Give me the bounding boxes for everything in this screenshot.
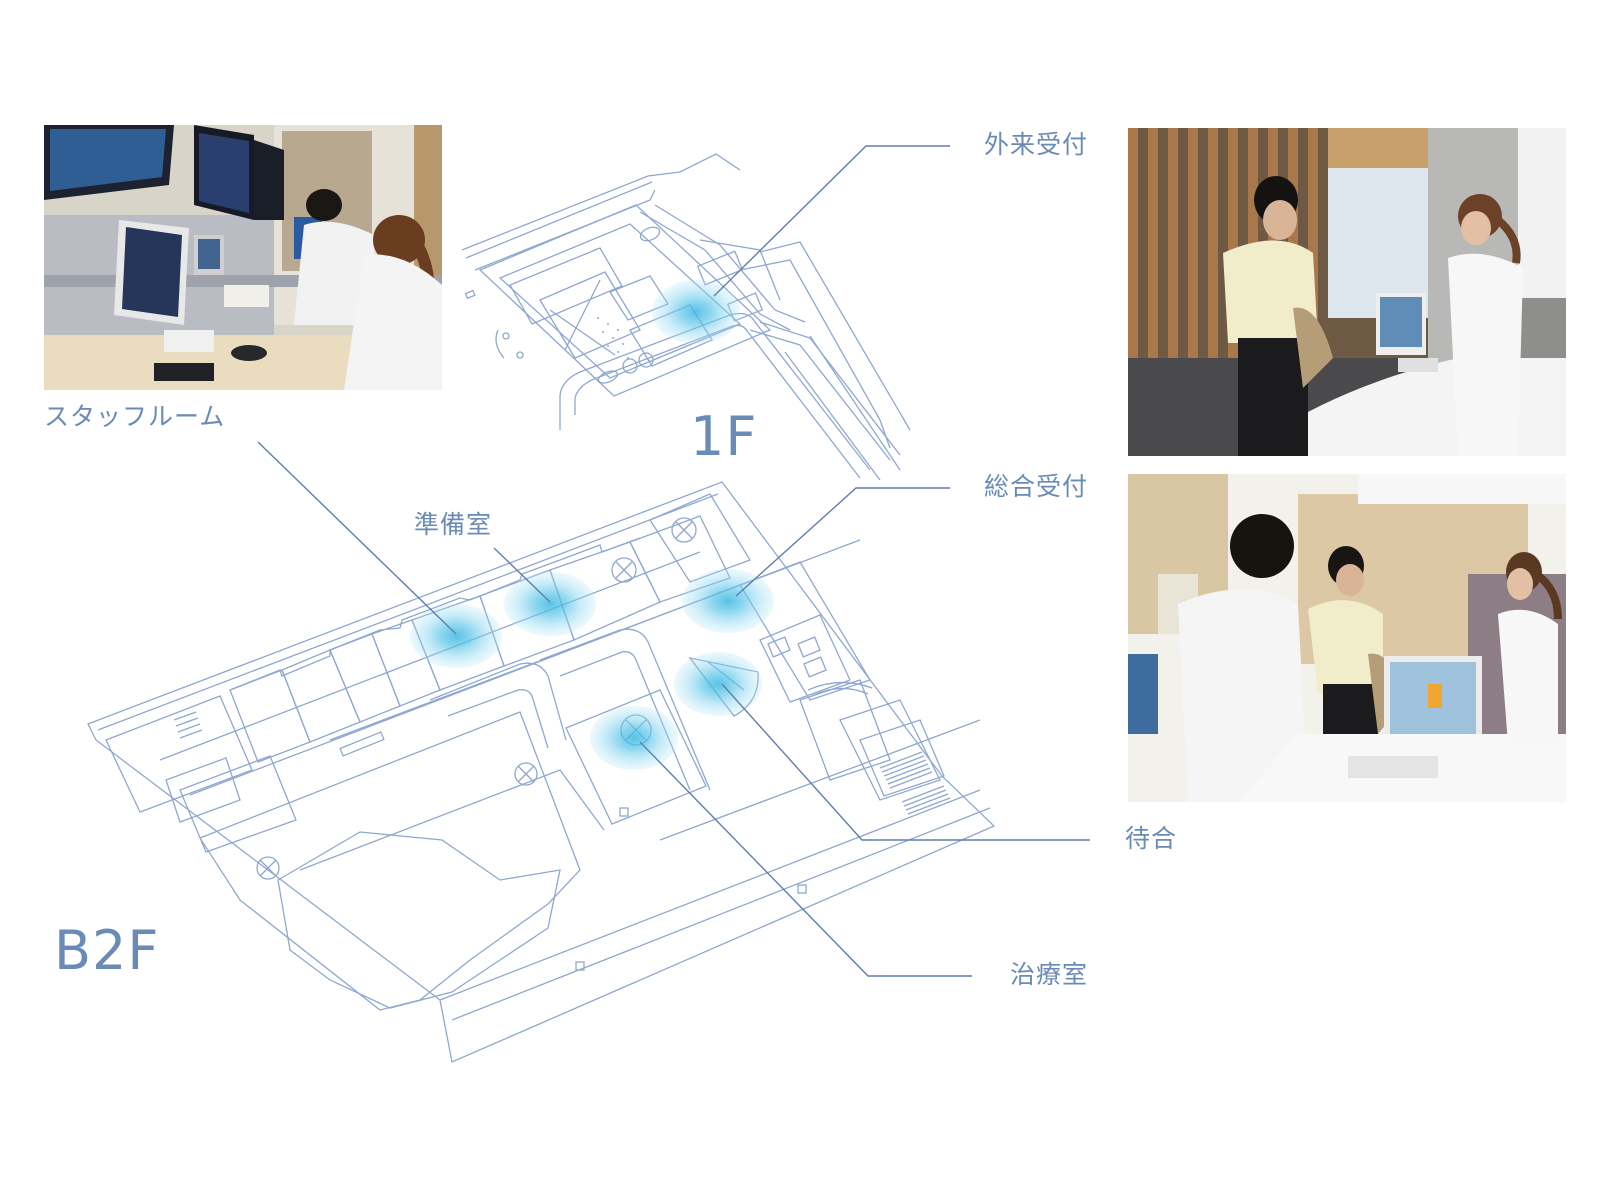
label-treatment-room: 治療室	[1010, 960, 1089, 989]
label-staff-room: スタッフルーム	[44, 402, 226, 431]
leader-line-general-reception	[735, 487, 950, 597]
leader-line-prep-room	[493, 547, 551, 603]
treatment-room-hotspot	[590, 706, 678, 770]
staff-room-photo	[44, 125, 442, 390]
label-prep-room: 準備室	[414, 510, 493, 539]
leader-line-waiting-area	[721, 683, 1090, 841]
leader-line-treatment-room	[639, 741, 972, 977]
label-general-reception: 総合受付	[984, 472, 1089, 501]
outpatient-reception-photo	[1128, 128, 1566, 456]
floor-label-1f: 1F	[690, 405, 758, 468]
general-reception-hotspot	[682, 569, 774, 633]
outpatient-reception-hotspot	[652, 280, 740, 344]
label-waiting-area: 待合	[1125, 824, 1178, 853]
prep-room-hotspot	[504, 572, 596, 636]
general-reception-photo	[1128, 474, 1566, 802]
floor-label-b2f: B2F	[54, 919, 160, 982]
leader-line-staff-room	[257, 441, 457, 635]
leader-line-outpatient-reception	[713, 145, 950, 297]
staff-room-hotspot	[410, 604, 502, 668]
label-outpatient-reception: 外来受付	[984, 130, 1089, 159]
plan-b2f	[87, 481, 996, 1063]
waiting-area-hotspot	[674, 652, 762, 716]
